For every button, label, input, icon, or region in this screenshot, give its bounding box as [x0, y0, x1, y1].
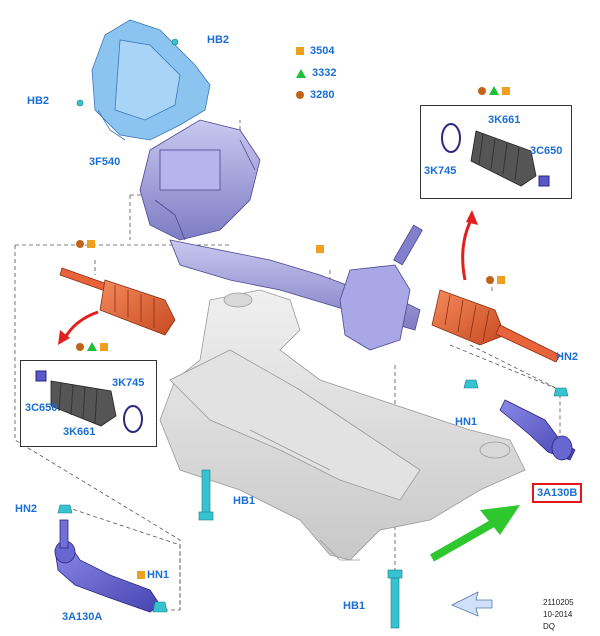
bolt-hb1-mid — [201, 469, 211, 516]
inset-left-artwork — [35, 370, 143, 433]
label-3a130a: 3A130A — [62, 611, 103, 623]
square-symbol-icon — [100, 342, 108, 351]
symbol-group-left-boot — [76, 240, 95, 248]
circle-symbol-icon — [478, 86, 486, 95]
subframe — [159, 289, 526, 561]
circle-symbol-icon — [76, 342, 84, 351]
legend-code-triangle: 3332 — [312, 67, 337, 79]
nut-hn2-right — [553, 387, 569, 397]
circle-symbol-icon — [486, 276, 494, 284]
bolt-hb1-bottom-head — [387, 569, 403, 579]
label-hn1-right: HN1 — [455, 416, 478, 428]
label-hb1-bottom: HB1 — [343, 600, 366, 612]
nut-hn1-right — [463, 379, 479, 389]
inset-left-boot-kit — [20, 360, 157, 447]
nut-hn2-left — [57, 504, 73, 514]
label-3a130b-highlighted: 3A130B — [532, 483, 583, 503]
symbol-group-right-boot — [486, 276, 505, 284]
label-3k745-right: 3K745 — [424, 165, 457, 177]
square-symbol-icon — [502, 86, 510, 95]
footer-ref: 2110205 — [543, 598, 574, 607]
square-symbol-icon — [497, 276, 505, 284]
left-boot — [59, 267, 176, 336]
square-symbol-icon — [296, 47, 304, 55]
right-boot — [431, 289, 561, 363]
symbol-group-hn1-left — [137, 571, 145, 579]
nut-hn1-left — [152, 601, 168, 613]
label-3k661-left: 3K661 — [63, 426, 96, 438]
bolt-hb1-mid-head — [198, 511, 214, 521]
diagram-footer: 2110205 10-2014 DQ — [543, 597, 574, 633]
bolt-hb1-bottom — [390, 577, 400, 629]
inset-right-boot-kit — [420, 105, 572, 199]
legend-row-circle: 3280 — [296, 84, 336, 106]
circle-symbol-icon — [296, 91, 304, 99]
symbol-group-gear — [316, 245, 324, 253]
red-arrows — [63, 217, 474, 339]
green-arrow — [430, 505, 520, 562]
label-hn1-left: HN1 — [147, 569, 170, 581]
label-3c650-right: 3C650 — [530, 145, 563, 157]
footer-code: DQ — [543, 622, 555, 631]
triangle-symbol-icon — [296, 68, 306, 78]
footer-date: 10-2014 — [543, 610, 573, 619]
heat-shield — [91, 19, 211, 141]
bolt-hb2-left — [76, 99, 84, 107]
square-symbol-icon — [316, 245, 324, 253]
label-hb2-top: HB2 — [207, 34, 230, 46]
steering-gear — [139, 119, 423, 351]
label-3c650-left: 3C650 — [25, 402, 58, 414]
right-tie-rod — [499, 399, 576, 461]
label-3k661-right: 3K661 — [488, 114, 521, 126]
label-hn2-left: HN2 — [15, 503, 38, 515]
square-symbol-icon — [87, 240, 95, 248]
symbol-group-right-kit — [478, 86, 510, 95]
label-hb2-left: HB2 — [27, 95, 50, 107]
circle-symbol-icon — [76, 240, 84, 248]
legend-row-square: 3504 — [296, 40, 336, 62]
bolt-hb2-top — [171, 38, 179, 46]
left-tie-rod — [54, 519, 161, 613]
symbol-legend: 3504 3332 3280 — [296, 40, 336, 106]
legend-code-circle: 3280 — [310, 89, 335, 101]
legend-code-square: 3504 — [310, 45, 335, 57]
label-hn2-right: HN2 — [556, 351, 579, 363]
inset-right-artwork — [441, 123, 550, 187]
label-hb1-mid: HB1 — [233, 495, 256, 507]
triangle-symbol-icon — [489, 86, 499, 95]
label-3f540: 3F540 — [89, 156, 121, 168]
label-3k745-left: 3K745 — [112, 377, 145, 389]
legend-row-triangle: 3332 — [296, 62, 336, 84]
triangle-symbol-icon — [87, 342, 97, 351]
view-arrow — [451, 591, 493, 617]
square-symbol-icon — [137, 571, 145, 579]
symbol-group-left-kit — [76, 342, 108, 351]
fasteners — [57, 38, 569, 629]
